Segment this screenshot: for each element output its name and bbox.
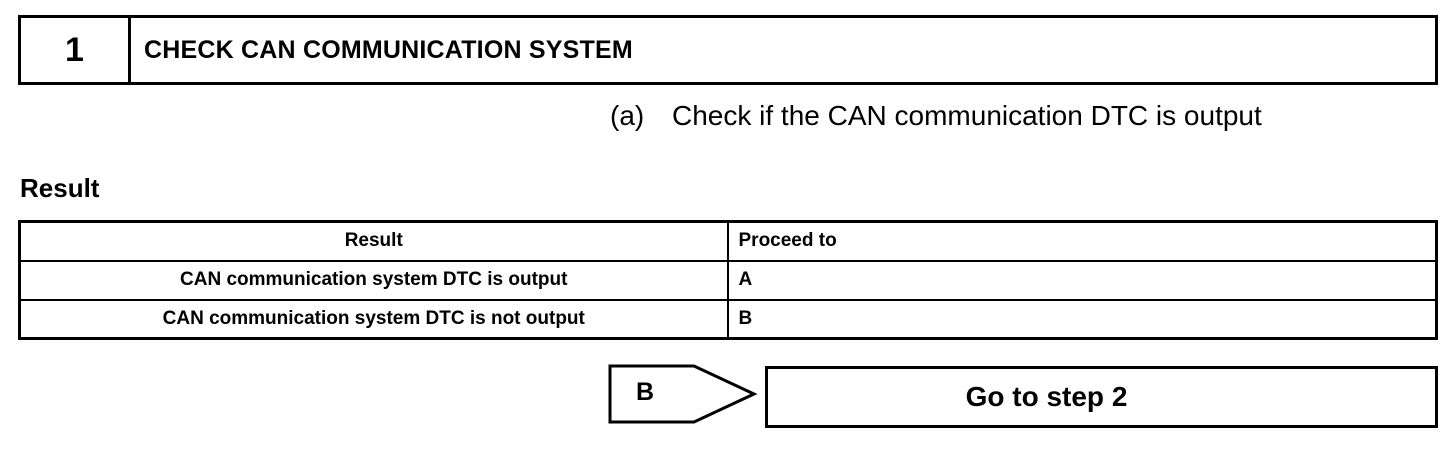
table-header-row: Result Proceed to <box>18 220 1438 262</box>
arrow-shape-icon <box>608 364 758 424</box>
step-number: 1 <box>21 18 131 82</box>
step-title: CHECK CAN COMMUNICATION SYSTEM <box>144 35 633 64</box>
branch-arrow: B <box>608 364 758 424</box>
column-header-result: Result <box>18 220 729 262</box>
result-cell: CAN communication system DTC is output <box>18 259 729 301</box>
table-row: CAN communication system DTC is output A <box>18 259 1438 301</box>
column-header-proceed-to: Proceed to <box>726 220 1438 262</box>
proceed-to-cell: B <box>726 298 1438 340</box>
go-to-step-box[interactable]: Go to step 2 <box>765 366 1438 428</box>
result-heading: Result <box>20 173 100 203</box>
step-header: 1 CHECK CAN COMMUNICATION SYSTEM <box>18 15 1438 85</box>
instruction: (a) Check if the CAN communication DTC i… <box>610 100 1262 132</box>
instruction-marker: (a) <box>610 100 645 131</box>
branch-label: B <box>636 378 655 406</box>
instruction-text: Check if the CAN communication DTC is ou… <box>672 100 1262 131</box>
proceed-to-cell: A <box>726 259 1438 301</box>
table-row: CAN communication system DTC is not outp… <box>18 298 1438 340</box>
result-table: Result Proceed to CAN communication syst… <box>18 220 1438 340</box>
result-cell: CAN communication system DTC is not outp… <box>18 298 729 340</box>
